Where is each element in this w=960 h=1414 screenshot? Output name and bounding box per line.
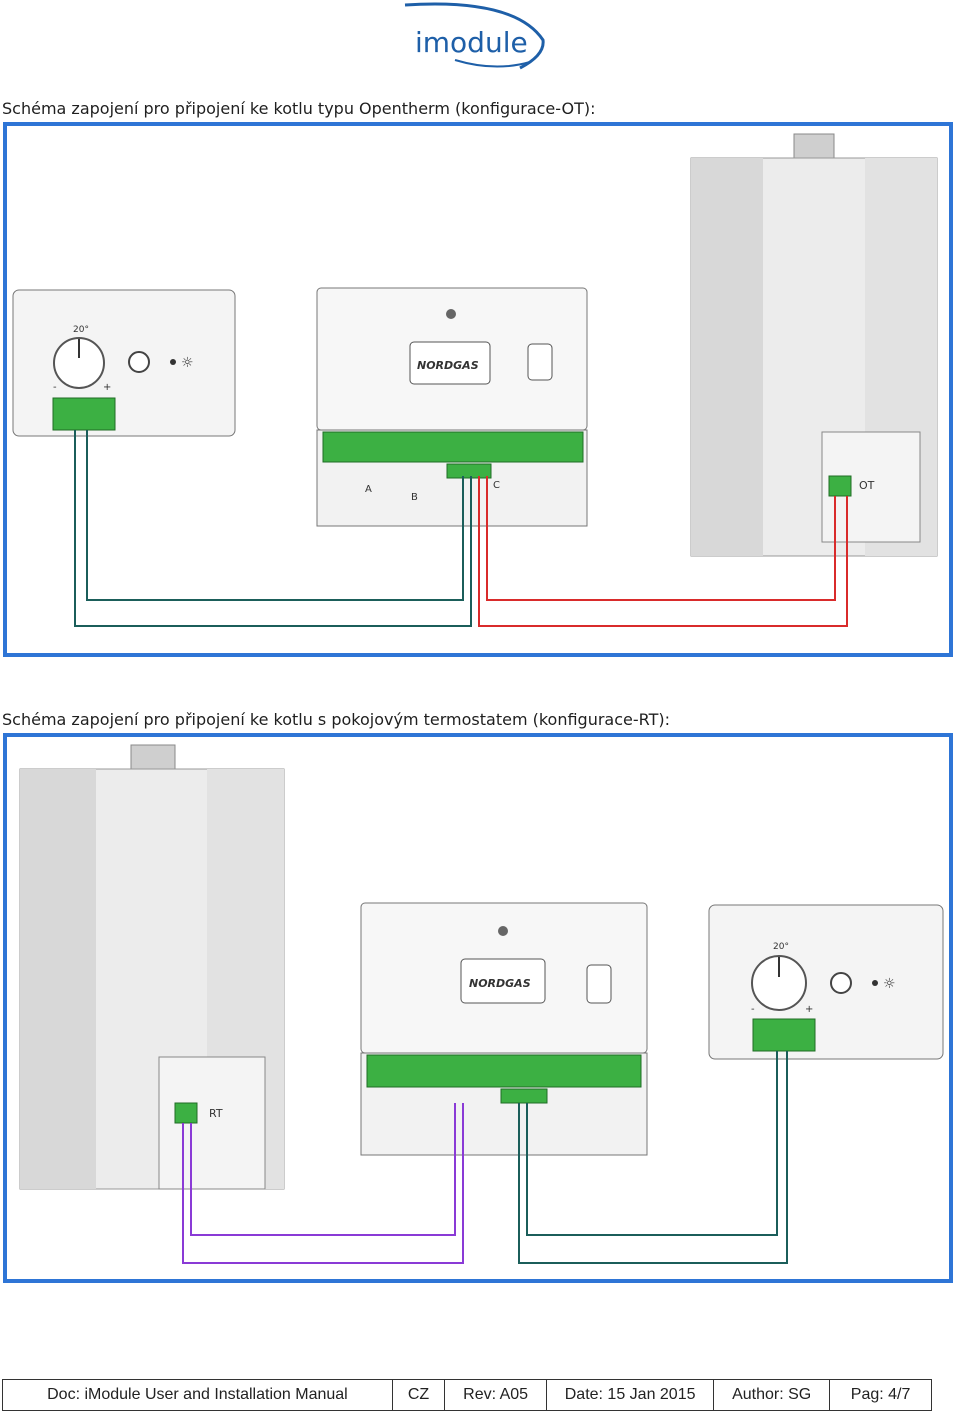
- svg-text:-: -: [751, 1004, 755, 1015]
- svg-text:+: +: [805, 1004, 813, 1015]
- svg-text:20°: 20°: [73, 325, 89, 335]
- wire-boiler-2: [486, 476, 836, 601]
- rt-terminal: [174, 1102, 198, 1124]
- document-footer: Doc: iModule User and Installation Manua…: [2, 1379, 932, 1411]
- svg-text:+: +: [103, 382, 111, 393]
- svg-text:☼: ☼: [181, 355, 194, 371]
- svg-text:NORDGAS: NORDGAS: [417, 359, 479, 372]
- footer-date: Date: 15 Jan 2015: [546, 1379, 715, 1411]
- imodule-unit: NORDGAS A B C: [316, 287, 588, 527]
- svg-text:C: C: [493, 480, 500, 491]
- footer-rev: Rev: A05: [444, 1379, 548, 1411]
- thermostat-terminal: [52, 397, 116, 431]
- thermostat-dial: [53, 337, 105, 389]
- logo-text: imodule: [415, 26, 528, 59]
- ot-terminal-label: OT: [859, 479, 875, 492]
- room-thermostat: 20° - + ☼: [12, 289, 236, 437]
- wire-thermostat-1: [518, 1051, 788, 1264]
- thermostat-terminal: [752, 1018, 816, 1052]
- svg-text:A: A: [365, 484, 372, 495]
- svg-text:NORDGAS: NORDGAS: [469, 977, 531, 990]
- nordgas-badge: [460, 958, 546, 1004]
- ot-terminal: [828, 475, 852, 497]
- imodule-logo: imodule: [404, 2, 545, 70]
- wiring-diagram-rt: RT NORDGAS 20° - + ☼: [19, 744, 944, 1264]
- room-thermostat: 20° - + ☼: [708, 904, 944, 1060]
- imodule-unit: NORDGAS: [360, 902, 648, 1156]
- footer-page: Pag: 4/7: [829, 1379, 932, 1411]
- svg-text:20°: 20°: [773, 942, 789, 952]
- rt-terminal-label: RT: [209, 1107, 223, 1120]
- wiring-diagram-ot: OT 20° - + ☼ NORDGAS A B C: [12, 133, 938, 627]
- svg-text:☼: ☼: [883, 976, 896, 992]
- wire-thermostat-2: [86, 430, 464, 601]
- wire-boiler-1: [182, 1103, 464, 1264]
- section-caption-rt: Schéma zapojení pro připojení ke kotlu s…: [2, 710, 671, 729]
- section-caption-ot: Schéma zapojení pro připojení ke kotlu t…: [2, 99, 596, 118]
- wire-thermostat-1: [74, 430, 472, 627]
- svg-text:B: B: [411, 492, 418, 503]
- diagram-frame-rt: RT NORDGAS 20° - + ☼: [3, 733, 953, 1283]
- boiler-unit: RT: [19, 744, 285, 1190]
- wire-boiler-1: [478, 476, 848, 627]
- thermostat-dial: [751, 955, 807, 1011]
- footer-lang: CZ: [391, 1379, 446, 1411]
- wire-thermostat-2: [526, 1051, 778, 1236]
- diagram-frame-ot: OT 20° - + ☼ NORDGAS A B C: [3, 122, 953, 657]
- wire-boiler-2: [190, 1103, 456, 1236]
- footer-doc: Doc: iModule User and Installation Manua…: [2, 1379, 393, 1411]
- footer-author: Author: SG: [713, 1379, 831, 1411]
- nordgas-badge: [409, 341, 491, 385]
- boiler-unit: OT: [690, 133, 938, 557]
- svg-text:-: -: [53, 382, 57, 393]
